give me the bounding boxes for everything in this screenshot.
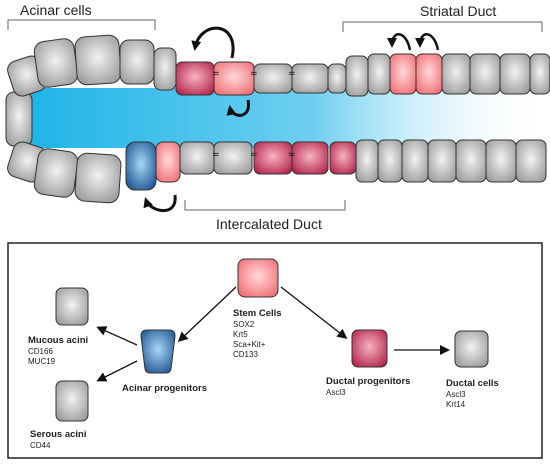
ductal-cells-title: Ductal cells — [446, 378, 499, 389]
grey-duct-cell — [515, 139, 547, 183]
ductal-progenitor-cell — [351, 329, 388, 368]
serous-title: Serous acini — [30, 429, 87, 440]
stem-marker-3: CD133 — [233, 350, 258, 359]
acinar-progenitors-title: Acinar progenitors — [122, 383, 207, 394]
renewal-arrow-striatal-2 — [415, 33, 440, 51]
grey-duct-cell — [5, 91, 33, 147]
junction-mark: = — [212, 69, 220, 79]
ductal-cells-marker-0: Ascl3 — [446, 390, 466, 399]
grey-duct-cell — [74, 152, 122, 204]
acinar-progenitor-duct-cell — [125, 141, 157, 191]
arrow-acinar-to-serous — [96, 360, 138, 382]
grey-duct-cell — [377, 139, 403, 183]
grey-duct-cell — [367, 53, 391, 95]
mucous-title: Mucous acini — [28, 335, 88, 346]
grey-duct-cell — [441, 53, 471, 95]
acinar-progenitor-cell — [140, 329, 176, 374]
grey-duct-cell — [33, 38, 79, 88]
renewal-arrow-top-left — [191, 26, 235, 59]
stem-duct-cell — [155, 141, 181, 183]
grey-duct-cell — [401, 139, 429, 183]
mucous-marker-1: MUC19 — [28, 357, 56, 366]
mucous-marker-0: CD166 — [28, 347, 53, 356]
intercalated-label: Intercalated Duct — [216, 216, 322, 232]
stem-cell — [237, 258, 279, 298]
grey-duct-cell — [253, 63, 293, 94]
grey-duct-cell — [291, 63, 329, 94]
grey-duct-cell — [529, 53, 550, 95]
striatal-bracket — [342, 21, 543, 32]
stem-duct-cell — [389, 53, 417, 95]
ductal-progenitor-duct-cell — [253, 141, 293, 175]
grey-duct-cell — [179, 141, 215, 175]
grey-duct-cell — [33, 148, 79, 198]
stem-marker-1: Krt5 — [233, 330, 248, 339]
stem-duct-cell — [213, 61, 255, 96]
stem-title: Stem Cells — [233, 308, 282, 319]
grey-duct-cell — [153, 47, 177, 91]
grey-duct-cell — [499, 53, 531, 95]
grey-duct-cell — [455, 139, 487, 183]
ductal-progenitor-duct-cell — [291, 141, 329, 175]
renewal-arrow-striatal-1 — [387, 33, 412, 51]
junction-mark: = — [288, 150, 296, 160]
arrow-stem-to-ductal-progenitor — [280, 286, 348, 339]
ductal-cell — [454, 330, 489, 368]
ductal-progenitor-duct-cell — [175, 61, 215, 96]
ductal-cells-marker-1: Krt14 — [446, 400, 466, 409]
serous-acini-cell — [55, 380, 89, 422]
grey-duct-cell — [213, 141, 253, 175]
junction-mark: = — [250, 150, 258, 160]
duct-cell-layer: = = = = = = — [5, 34, 550, 204]
arrow-acinar-to-mucous — [96, 326, 138, 346]
junction-mark: = — [250, 69, 258, 79]
renewal-arrow-mid — [226, 99, 250, 117]
ductal-progenitors-title: Ductal progenitors — [326, 376, 410, 387]
ductal-progenitor-duct-cell — [329, 141, 357, 175]
grey-duct-cell — [469, 53, 501, 95]
mucous-acini-cell — [55, 287, 89, 326]
grey-duct-cell — [485, 139, 517, 183]
acinar-label: Acinar cells — [20, 2, 92, 18]
renewal-arrow-bottom — [143, 194, 177, 213]
lumen — [30, 88, 550, 148]
stem-duct-cell — [415, 53, 443, 95]
acinar-bracket — [7, 19, 156, 30]
grey-duct-cell — [355, 139, 379, 183]
junction-mark: = — [212, 150, 220, 160]
junction-mark: = — [288, 69, 296, 79]
arrow-stem-to-acinar-progenitor — [177, 286, 237, 343]
ductal-progenitors-marker-0: Ascl3 — [326, 388, 346, 397]
striatal-label: Striatal Duct — [420, 3, 496, 19]
stem-marker-2: Sca+Kit+ — [233, 340, 266, 349]
grey-duct-cell — [345, 55, 369, 97]
grey-duct-cell — [427, 139, 457, 183]
grey-duct-cell — [74, 34, 122, 86]
serous-marker-0: CD44 — [30, 441, 51, 450]
grey-duct-cell — [327, 63, 347, 94]
grey-duct-cell — [119, 39, 155, 85]
intercalated-bracket — [184, 200, 346, 211]
stem-marker-0: SOX2 — [233, 320, 255, 329]
